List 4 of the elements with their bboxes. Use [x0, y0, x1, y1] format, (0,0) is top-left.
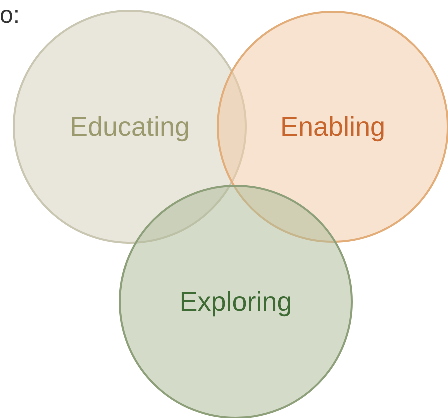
circle-label: Exploring [180, 286, 292, 318]
circle-label: Educating [70, 112, 190, 142]
caption-fragment: o: [0, 2, 20, 30]
circle-label: Enabling [280, 112, 386, 142]
